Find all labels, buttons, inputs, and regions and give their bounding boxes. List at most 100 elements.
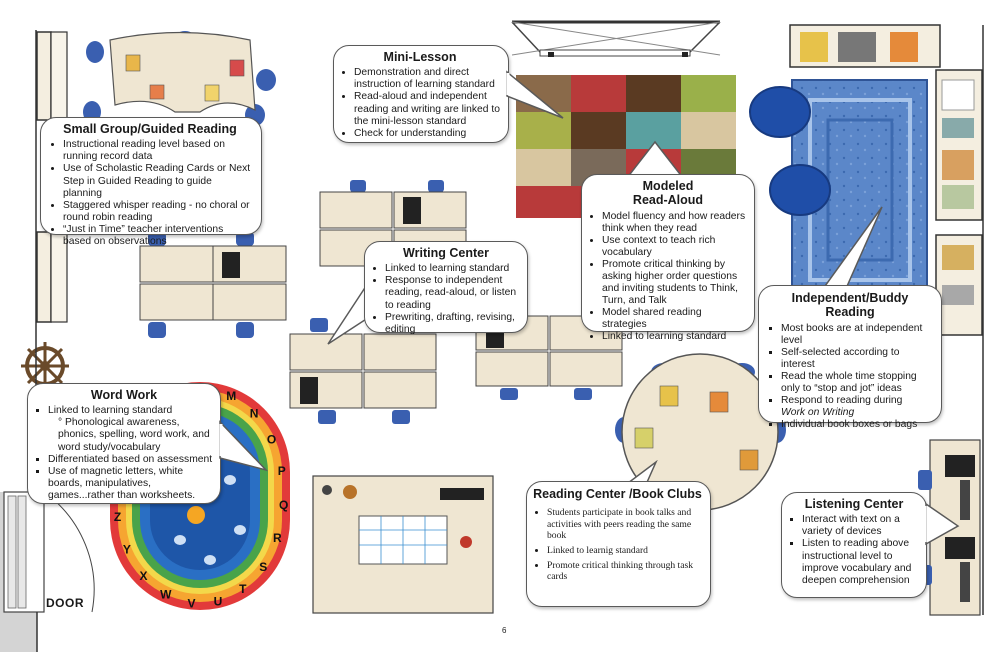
mini-lesson-title: Mini-Lesson [383,50,457,64]
computer-icon [440,488,484,500]
word-work-callout: Word Work Linked to learning standard ° … [27,383,221,504]
book-icon [800,32,828,62]
rug-letter: N [250,406,259,420]
list-item: Read the whole time stopping only to “st… [781,371,933,395]
rug-letter: S [259,560,267,574]
modeled-list: Model fluency and how readers think when… [588,211,748,344]
independent-title-line2: Reading [825,305,875,320]
writing-center-callout: Writing Center Linked to learning standa… [364,241,528,335]
book-icon [149,84,165,100]
meeting-rug [516,75,736,218]
reading-center-title: Reading Center /Book Clubs [533,487,702,501]
listening-title: Listening Center [804,497,904,511]
word-work-item-1: Linked to learning standard [48,405,173,417]
work-on-writing-text: Work on Writing [781,407,855,419]
writing-center-desks [289,180,623,424]
list-item: Staggered whisper reading - no choral or… [63,200,251,224]
list-item: ° Phonological awareness, phonics, spell… [58,417,210,453]
rug-letter: X [139,569,147,583]
small-group-desks [139,232,287,338]
list-item: Use of Scholastic Reading Cards or Next … [63,163,251,199]
list-item: Self-selected according to interest [781,347,933,371]
small-group-list: Instructional reading level based on run… [49,139,251,247]
list-item: Individual book boxes or bags [781,419,933,431]
reading-center-list: Students participate in book talks and a… [533,507,702,582]
rug-letter: T [239,582,247,596]
modeled-title-line2: Read-Aloud [632,193,704,208]
modeled-title-line1: Modeled [642,179,694,193]
independent-pointer [818,206,883,294]
list-item: Read-aloud and independent reading and w… [354,91,500,127]
modeled-read-aloud-callout: Modeled Read-Aloud Model fluency and how… [581,174,755,342]
list-item: Linked to learning standard [385,263,521,275]
rug-letter: U [214,595,223,609]
list-item: Instructional reading level based on run… [63,139,251,163]
mini-lesson-pointer [506,70,564,119]
word-work-pointer [219,420,268,472]
list-item: Linked to learning standard [602,331,748,343]
notebook-icon [300,377,318,404]
sun-icon [187,506,205,524]
computer-icon [945,537,975,559]
notebook-icon [403,197,421,224]
list-item: Model shared reading strategies [602,307,748,331]
rug-letter: W [160,588,172,602]
independent-list: Most books are at independent level Self… [767,323,933,431]
rug-letter: V [187,596,195,610]
apple-icon [460,536,472,548]
rug-letter: R [273,531,282,545]
door-label: DOOR [46,596,84,610]
list-item: Interact with text on a variety of devic… [802,514,920,538]
book-icon [659,385,679,407]
rug-letter: P [278,464,286,478]
mini-lesson-list: Demonstration and direct instruction of … [340,67,500,139]
list-item: Most books are at independent level [781,323,933,347]
listening-center-callout: Listening Center Interact with text on a… [781,492,927,598]
page-number: 6 [502,626,507,635]
teacher-desk [312,475,494,614]
list-item: Prewriting, drafting, revising, editing [385,312,521,336]
list-item: Demonstration and direct instruction of … [354,67,500,91]
rug-letter: M [226,389,236,403]
list-item: Promote critical thinking by asking high… [602,259,748,307]
book-icon [229,59,245,77]
list-item: Use of magnetic letters, white boards, m… [48,466,214,502]
independent-reading-callout: Independent/Buddy Reading Most books are… [758,285,942,430]
left-wall-shelf [36,31,68,323]
list-item: Model fluency and how readers think when… [602,211,748,235]
list-item: Response to independent reading, read-al… [385,275,521,311]
word-work-list: Linked to learning standard ° Phonologic… [34,405,214,501]
writing-list: Linked to learning standard Response to … [371,263,521,335]
list-item: Students participate in book talks and a… [547,507,702,541]
listening-list: Interact with text on a variety of devic… [788,514,920,586]
list-item: Differentiated based on assessment [48,454,214,466]
word-work-sublist: ° Phonological awareness, phonics, spell… [48,417,214,453]
list-item: Use context to teach rich vocabulary [602,235,748,259]
small-group-callout: Small Group/Guided Reading Instructional… [40,117,262,247]
list-item: Linked to learning standard ° Phonologic… [48,405,214,453]
whiteboard [511,20,721,57]
list-item: “Just in Time” teacher interventions bas… [63,224,251,248]
computer-icon [945,455,975,477]
book-icon [125,54,141,72]
reading-center-callout: Reading Center /Book Clubs Students part… [526,481,711,607]
guided-reading-table [83,31,276,126]
book-icon [739,449,759,471]
book-icon [634,427,654,449]
independent-reading-rug [749,79,928,301]
rug-letter: Y [123,542,131,556]
writing-title: Writing Center [403,246,489,260]
rug-letter: Q [279,498,288,512]
list-item: Linked to learnig standard [547,545,702,556]
book-icon [204,84,220,102]
book-icon [709,391,729,413]
independent-title-line1: Independent/Buddy [791,291,909,305]
word-work-title: Word Work [90,388,158,402]
rug-letter: O [267,432,276,446]
book-icon [890,32,918,62]
door [0,491,95,652]
listening-pointer [923,502,960,546]
list-item: Check for understanding [354,128,500,140]
mini-lesson-callout: Mini-Lesson Demonstration and direct ins… [333,45,509,143]
